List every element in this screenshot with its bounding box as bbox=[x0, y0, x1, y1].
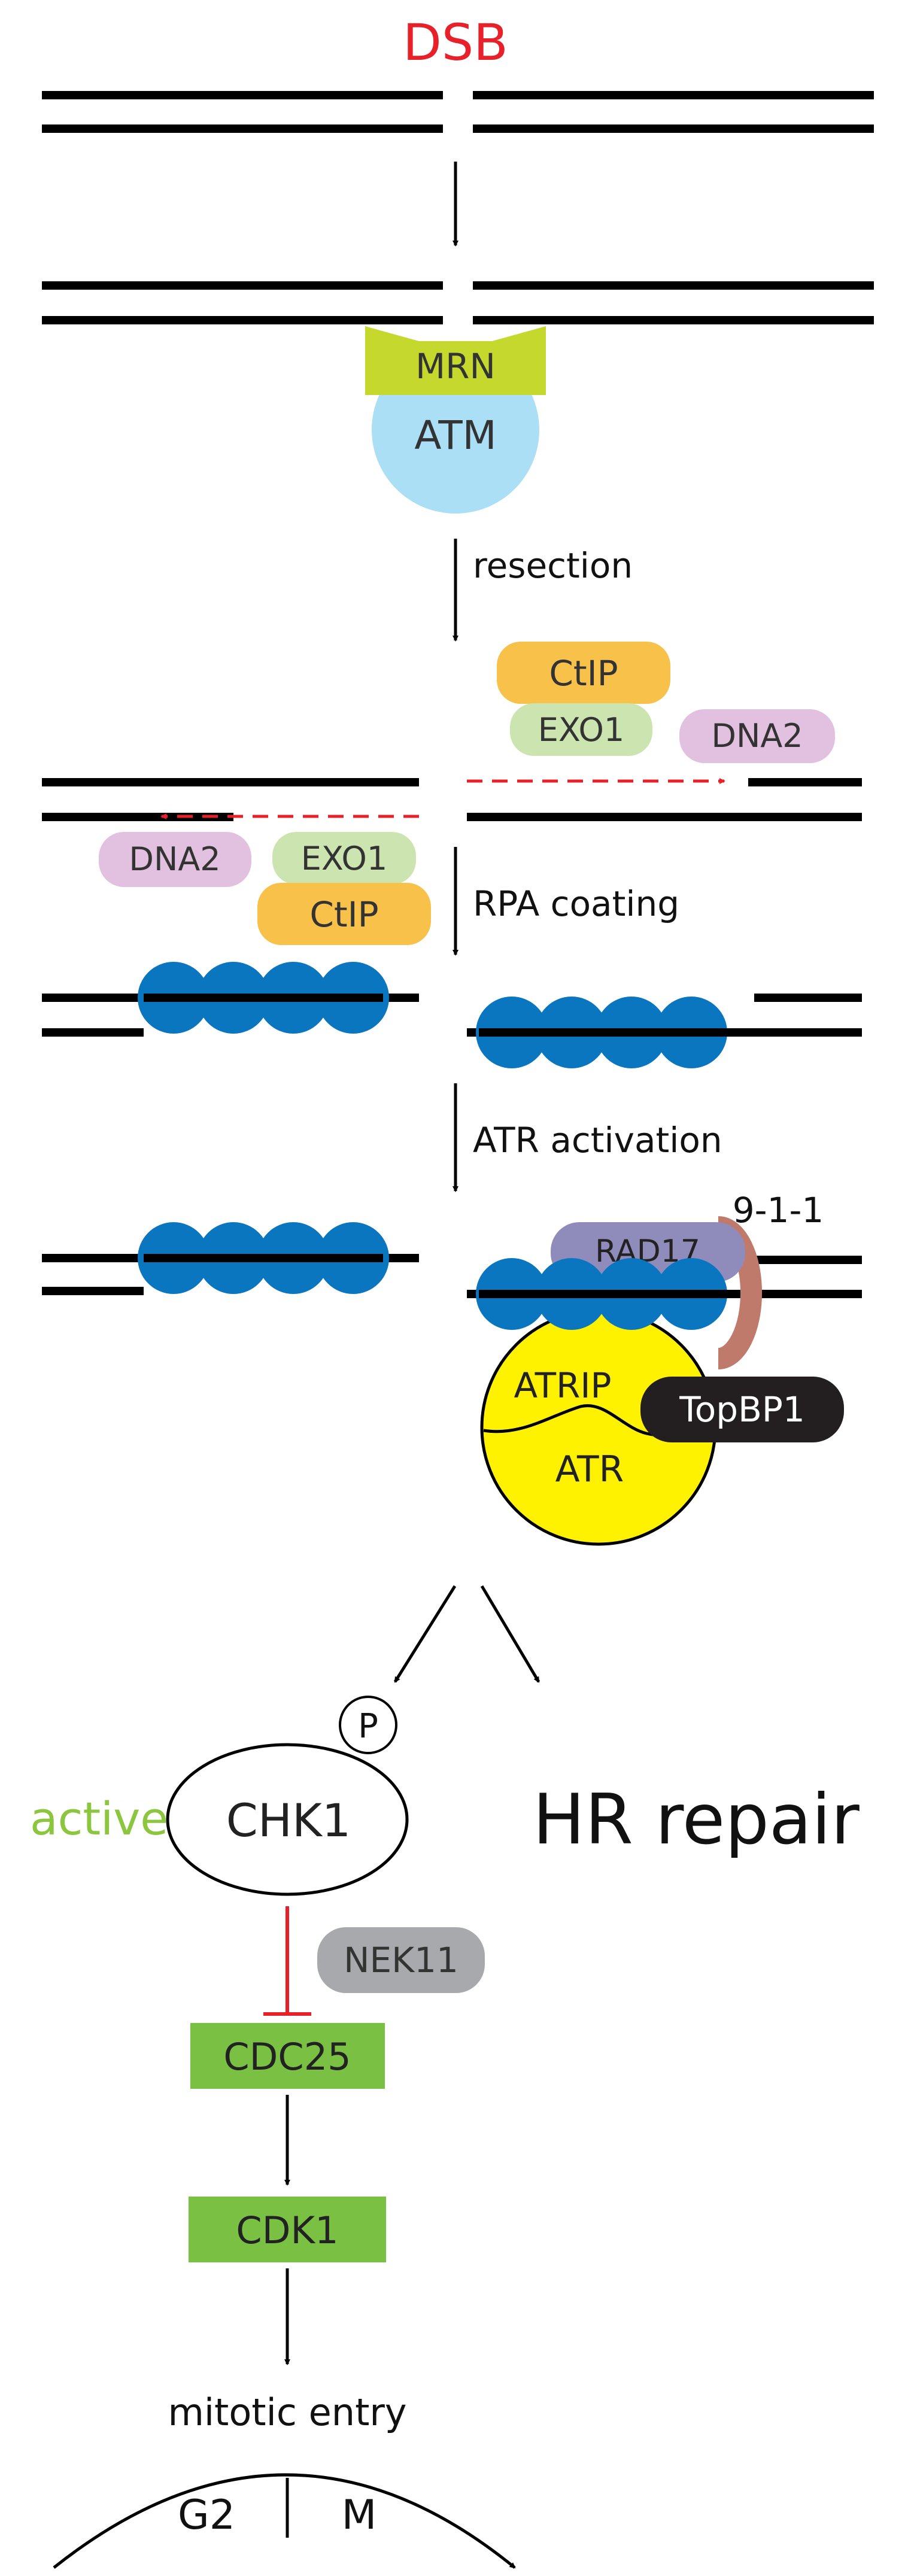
dna2-protein bbox=[99, 832, 251, 887]
cdk1-box bbox=[189, 2197, 386, 2262]
nek11-label: NEK11 bbox=[344, 1940, 458, 1980]
dna-strand bbox=[473, 91, 874, 99]
chk1-protein bbox=[166, 1743, 409, 1896]
ssdna-strand bbox=[144, 994, 383, 1002]
dna-strand bbox=[754, 994, 862, 1002]
exo1-label: EXO1 bbox=[301, 840, 388, 877]
topbp1-protein bbox=[640, 1377, 844, 1442]
dna-strand bbox=[748, 778, 862, 786]
topbp1-label: TopBP1 bbox=[679, 1389, 805, 1430]
dna-resected bbox=[42, 778, 862, 821]
ctip-label: CtIP bbox=[549, 653, 618, 694]
ssdna-strand bbox=[144, 1254, 383, 1262]
dna2-label: DNA2 bbox=[711, 717, 803, 755]
dna-strand bbox=[42, 1287, 144, 1295]
dna-duplex-broken bbox=[42, 281, 874, 324]
nek11-protein bbox=[317, 1927, 485, 1993]
chk1-label: CHK1 bbox=[226, 1794, 351, 1847]
phospho-marker bbox=[339, 1696, 397, 1754]
rpa-coating-label: RPA coating bbox=[473, 883, 679, 924]
arrow-to-chk1 bbox=[393, 1585, 457, 1683]
dna-strand bbox=[42, 778, 419, 786]
atm-label: ATM bbox=[414, 412, 496, 458]
mrn-complex bbox=[365, 326, 546, 395]
cell-cycle-arc bbox=[53, 2473, 516, 2569]
mrn-label: MRN bbox=[415, 346, 496, 387]
atr-activation-label: ATR activation bbox=[473, 1120, 722, 1161]
dna-strand bbox=[754, 1256, 862, 1264]
dna-strand bbox=[42, 1028, 144, 1037]
atrip-label: ATRIP bbox=[514, 1365, 612, 1406]
dna-strand bbox=[467, 813, 862, 821]
g2-label: G2 bbox=[178, 2492, 235, 2539]
dna-strand bbox=[473, 124, 874, 133]
mitotic-entry-label: mitotic entry bbox=[168, 2390, 406, 2434]
arrow-to-hr-repair bbox=[480, 1585, 540, 1683]
exo1-label: EXO1 bbox=[538, 711, 625, 749]
phospho-label: P bbox=[358, 1707, 378, 1746]
dna-strand bbox=[42, 281, 443, 290]
dna-rpa-coated bbox=[42, 962, 862, 1068]
atr-label: ATR bbox=[555, 1448, 624, 1490]
dsb-label: DSB bbox=[403, 13, 508, 72]
ctip-protein bbox=[497, 642, 670, 704]
dna-strand bbox=[42, 316, 443, 324]
dna-strand bbox=[473, 281, 874, 290]
dna-strand bbox=[42, 124, 443, 133]
resection-label: resection bbox=[473, 545, 633, 586]
nine-one-one-label: 9-1-1 bbox=[733, 1190, 824, 1231]
cdk1-label: CDK1 bbox=[236, 2209, 338, 2252]
cdc25-box bbox=[190, 2023, 385, 2089]
rpa-right bbox=[476, 1258, 730, 1330]
ctip-protein bbox=[257, 883, 431, 945]
m-label: M bbox=[342, 2492, 377, 2539]
ssdna-strand bbox=[479, 1290, 730, 1298]
dna-duplex-intact bbox=[42, 91, 874, 133]
cdc25-label: CDC25 bbox=[223, 2035, 351, 2079]
dna-strand bbox=[473, 316, 874, 324]
hr-repair-label: HR repair bbox=[533, 1779, 860, 1860]
dna-strand bbox=[42, 91, 443, 99]
ssdna-strand bbox=[479, 1028, 730, 1037]
dna2-protein bbox=[679, 709, 835, 763]
exo1-protein bbox=[272, 832, 416, 885]
dna2-label: DNA2 bbox=[129, 840, 220, 878]
active-label: active bbox=[30, 1792, 168, 1845]
ctip-label: CtIP bbox=[309, 894, 378, 935]
exo1-protein bbox=[510, 703, 652, 756]
